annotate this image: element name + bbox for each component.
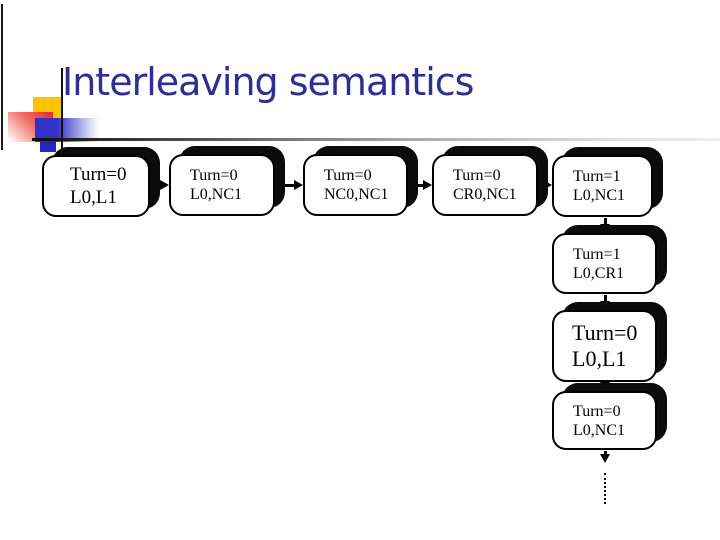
node-state-label: L0,NC1 <box>190 186 242 203</box>
node-turn-label: Turn=1 <box>573 168 621 185</box>
continuation-dotted-line <box>604 473 606 504</box>
node-turn-label: Turn=1 <box>573 245 621 263</box>
node-turn-label: Turn=0 <box>70 164 127 185</box>
node-state-label: CR0,NC1 <box>453 186 517 203</box>
state-node: Turn=0 L0,NC1 <box>552 383 667 450</box>
node-state-label: L0,L1 <box>572 346 627 371</box>
node-state-label: L0,NC1 <box>573 187 625 204</box>
arrow-down-icon <box>599 451 610 463</box>
node-state-label: NC0,NC1 <box>324 186 389 203</box>
node-turn-label: Turn=0 <box>573 402 621 420</box>
state-node: Turn=0 L0,L1 <box>42 147 160 217</box>
state-node: Turn=0 L0,L1 <box>552 302 667 382</box>
state-node: Turn=0 L0,NC1 <box>169 146 285 216</box>
arrow-right-icon <box>278 179 303 190</box>
state-node: Turn=0 NC0,NC1 <box>303 146 418 216</box>
state-node: Turn=0 CR0,NC1 <box>432 146 548 216</box>
title-underline-rule <box>32 138 720 141</box>
node-state-label: L0,CR1 <box>573 264 625 282</box>
decor-vertical-rule <box>61 68 63 157</box>
state-node: Turn=1 L0,NC1 <box>552 147 663 217</box>
node-turn-label: Turn=0 <box>324 167 372 184</box>
decor-blue-square-tail <box>40 141 56 152</box>
node-state-label: L0,L1 <box>70 187 117 208</box>
node-state-label: L0,NC1 <box>573 421 625 439</box>
state-node: Turn=1 L0,CR1 <box>552 225 667 294</box>
left-edge-rule <box>1 4 3 150</box>
node-turn-label: Turn=0 <box>572 320 638 345</box>
node-turn-label: Turn=0 <box>190 167 238 184</box>
node-turn-label: Turn=0 <box>453 167 501 184</box>
slide-title: Interleaving semantics <box>62 60 474 104</box>
